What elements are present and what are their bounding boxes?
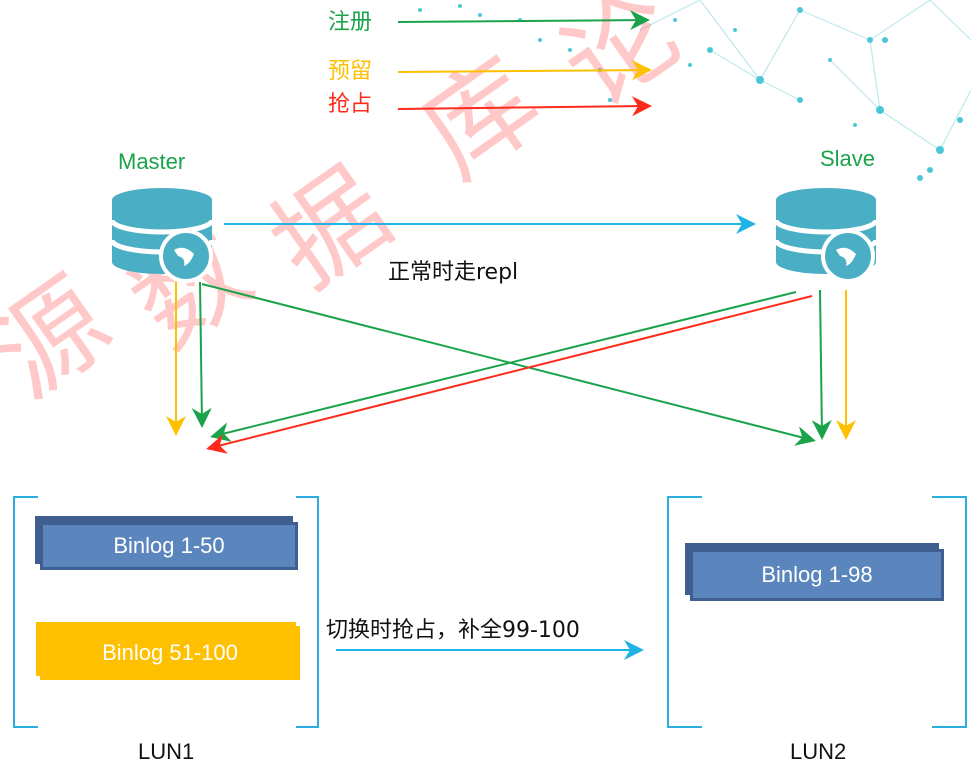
slave-register-lun1-arrow [210,291,797,442]
legend-register-label: 注册 [328,10,373,35]
lun1-label: LUN1 [138,739,195,764]
legend-reserve-label: 预留 [328,59,373,84]
master-label: Master [118,149,186,174]
switch-preempt-note: 切换时抢占，补全99-100 [326,618,580,643]
lun2-bracket [667,496,967,728]
lun2-binlog-1-98: Binlog 1-98 [690,549,944,601]
legend-preempt-arrow [397,96,652,117]
slave-register-lun2-arrow [811,289,832,440]
normal-repl-note: 正常时走repl [388,260,519,285]
lun1-binlog-51-100: Binlog 51-100 [40,626,300,680]
lun2-label: LUN2 [790,739,847,764]
legend-reserve-arrow [397,60,652,81]
master-register-lun2-arrow [201,283,816,446]
slave-database-icon [773,188,879,283]
lun1-binlog-1-50: Binlog 1-50 [40,522,298,570]
master-database-icon [109,188,215,283]
legend-preempt-label: 抢占 [328,92,373,117]
slave-label: Slave [820,146,876,171]
lun1-bracket [13,496,319,728]
master-register-lun1-arrow [191,281,212,428]
legend-register-arrow [397,10,650,31]
slave-preempt-lun1-arrow [206,295,813,454]
